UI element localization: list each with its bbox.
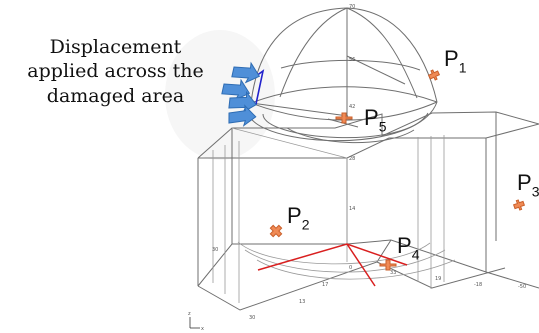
dome-outer-arc [250,7,438,104]
displacement-note-line-1: Displacement [49,36,182,58]
marker-p3 [512,199,526,211]
scale-label-x3: 30 [249,315,255,321]
displacement-arrow-2 [221,78,251,101]
scale-label-x8: 30 [212,247,218,253]
scale-label-14: 14 [349,206,355,212]
label-p3-name: P [517,170,532,195]
label-p1-subscript: 1 [458,59,467,76]
scale-label-42: 42 [349,104,355,110]
label-p1: P1 [444,46,467,76]
scale-label-x5: -18 [474,282,482,288]
label-p4-subscript: 4 [411,246,420,263]
dome-back-ring [250,86,438,104]
axis-triad-z: z [188,311,191,317]
scale-label-x2: 17 [322,282,328,288]
displacement-note: Displacement applied across the damaged … [8,35,223,108]
bottom-front-contour [197,239,392,311]
dome-rib-left [279,7,348,98]
scale-label-70: 70 [349,4,355,10]
marker-p2 [269,224,283,238]
bottom-middle-contour [197,239,539,289]
scale-label-28: 28 [349,156,355,162]
bottom-arc-1 [237,241,431,265]
top-back-contour [197,111,539,159]
displacement-arrow-4 [228,104,257,127]
displacement-arrows [221,61,261,127]
label-p4: P4 [397,233,420,263]
displacement-note-line-2: applied across the [27,60,204,83]
label-p4-name: P [397,233,412,258]
label-p5-subscript: 5 [378,118,387,135]
scale-label-56: 56 [349,57,355,63]
dome-rib-right [346,7,418,99]
marker-p1 [427,69,441,81]
dome-latitude-ring [280,59,421,71]
displacement-note-line-3: damaged area [46,84,185,107]
red-axis-diagonal [346,243,376,287]
label-p3: P3 [517,170,539,200]
marker-p4 [379,259,397,271]
axis-triad: z x [188,311,204,332]
collar-inner-ring [286,127,415,143]
label-p2-name: P [287,203,302,228]
dome-inner-edge [346,55,406,85]
displacement-arrow-1 [231,61,261,84]
scale-label-x6: -50 [518,284,526,290]
top-front-contour [198,123,539,159]
bottom-arc-3 [256,259,456,280]
label-p3-subscript: 3 [531,183,539,200]
point-markers [269,69,526,271]
bottom-arc-2 [244,249,446,273]
collar-middle-ring [262,112,429,139]
axis-triad-x: x [201,326,204,332]
scale-label-x1: 13 [299,299,305,305]
dome-front-seam [250,102,349,117]
bottom-right-contour [376,261,506,289]
scale-label-x4: 33 [390,270,396,276]
marker-p5 [335,112,353,124]
displacement-arrow-3 [228,90,257,114]
dome-wireframe [250,7,438,121]
label-p5-name: P [364,105,379,130]
label-p2: P2 [287,203,310,233]
label-p2-subscript: 2 [301,216,310,233]
red-axis-lines [257,243,408,287]
scale-label-x7: 19 [435,276,441,282]
scale-label-0: 0 [349,265,352,271]
label-p1-name: P [444,46,459,71]
scale-labels: 70 56 42 28 14 0 13 17 30 33 -18 -50 19 … [212,4,526,321]
top-diagonal [231,127,348,159]
base-wireframe [197,111,539,311]
label-p5: P5 [364,105,387,135]
